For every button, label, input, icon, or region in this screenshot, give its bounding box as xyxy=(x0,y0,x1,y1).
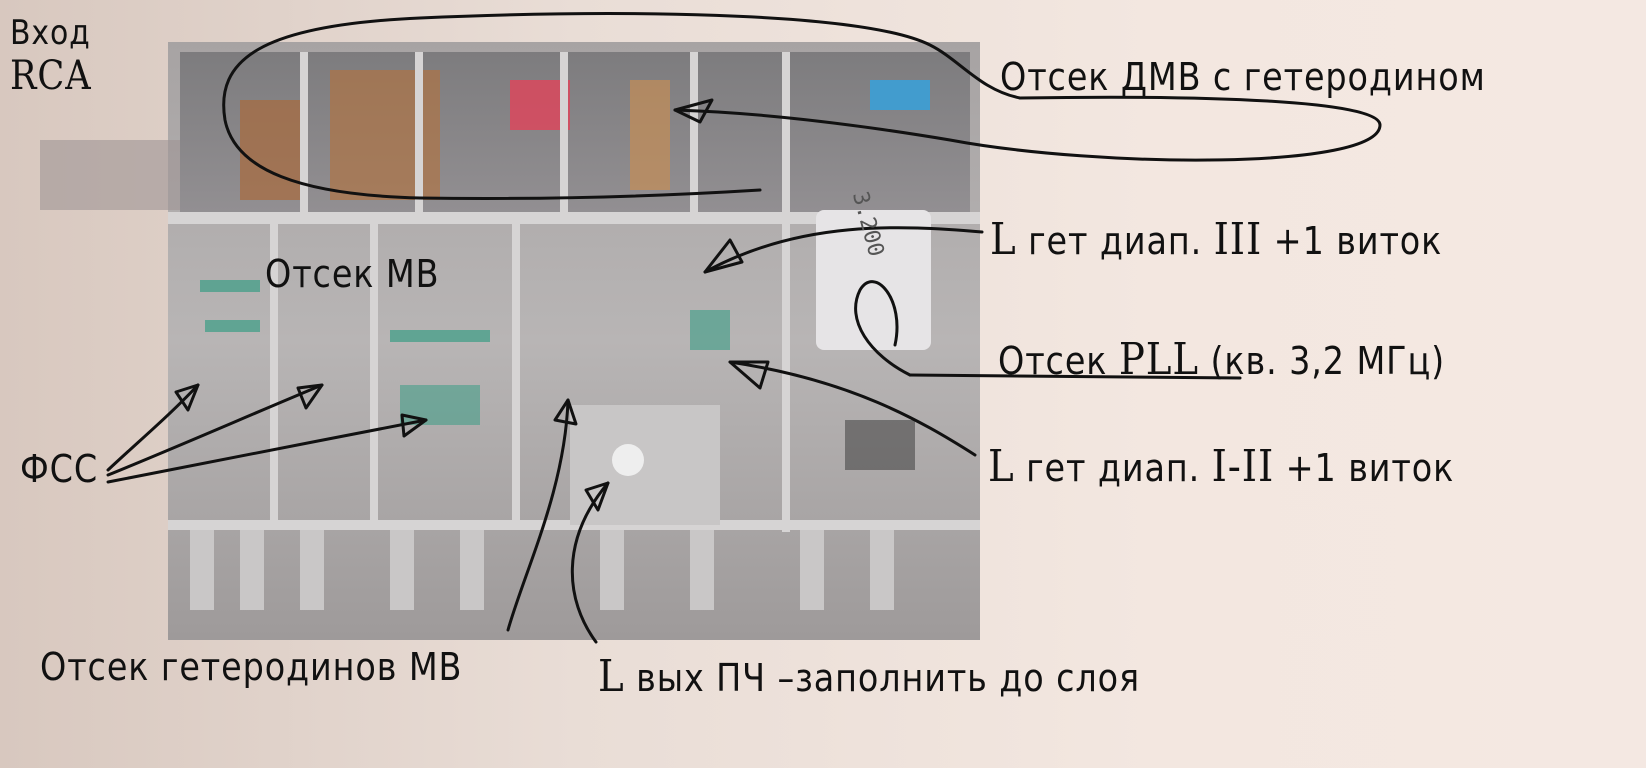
fss-arrow-2 xyxy=(106,383,324,477)
uhf-compartment-label: Отсек ДМВ с гетеродином xyxy=(1000,55,1486,99)
uhf-arrow-head xyxy=(673,98,714,124)
rca-connector xyxy=(40,140,200,210)
pll-label: Отсек PLL (кв. 3,2 МГц) xyxy=(998,338,1445,382)
vhf-oscillators-label: Отсек гетеродинов МВ xyxy=(40,645,463,689)
l-band3-suffix: +1 виток xyxy=(1262,219,1443,263)
coil xyxy=(400,385,480,425)
vhf-osc-arrow-head xyxy=(553,398,578,426)
wall xyxy=(168,212,980,224)
l-if-arrow-head xyxy=(584,481,610,512)
wall xyxy=(690,52,698,217)
pll-prefix: Отсек xyxy=(998,339,1119,383)
l-band12-prefix: L xyxy=(988,441,1015,492)
pll-line xyxy=(908,373,1242,380)
l12-arrow-line xyxy=(728,360,977,457)
l-band3-label: L гет диап. III +1 виток xyxy=(990,218,1442,262)
wall xyxy=(782,52,790,532)
wall xyxy=(560,52,568,217)
wall xyxy=(300,52,308,217)
l-band12-suffix: +1 виток xyxy=(1274,446,1455,490)
fss-arrow-3 xyxy=(106,418,428,484)
fss-arrow-2-head xyxy=(296,383,324,410)
l-band3-band: III xyxy=(1213,214,1263,265)
l-if-label: L вых ПЧ –заполнить до слоя xyxy=(598,655,1140,699)
crystal xyxy=(816,210,931,350)
pll-name: PLL xyxy=(1118,334,1199,385)
coil xyxy=(330,70,440,200)
l3-arrow-line xyxy=(703,226,984,274)
l-band12-label: L гет диап. I-II +1 виток xyxy=(988,445,1454,489)
pll-crystal-loop xyxy=(854,280,912,377)
wall xyxy=(370,224,378,524)
vhf-compartment-label: Отсек МВ xyxy=(265,252,440,296)
vhf-osc-arrow-line xyxy=(506,398,570,632)
wall xyxy=(415,52,423,217)
l-band12-band: I-II xyxy=(1211,441,1275,492)
fss-arrow-1-head xyxy=(174,383,200,412)
coil xyxy=(200,280,260,292)
l-if-suffix: вых ПЧ –заполнить до слоя xyxy=(624,656,1140,700)
fss-label: ФСС xyxy=(20,447,99,491)
l3-arrow-head xyxy=(703,238,744,274)
ic xyxy=(845,420,915,470)
uhf-arrow-line xyxy=(673,95,1382,162)
wall xyxy=(512,224,520,524)
input-label-line2: RCA xyxy=(10,53,92,99)
l-band12-mid: гет диап. xyxy=(1014,446,1212,490)
coil xyxy=(390,330,490,342)
l-band3-prefix: L xyxy=(990,214,1017,265)
fss-arrow-1 xyxy=(106,383,200,472)
coil xyxy=(205,320,260,332)
l12-arrow-head xyxy=(728,360,770,390)
pins xyxy=(190,530,894,610)
blue-component xyxy=(870,80,930,110)
coil xyxy=(630,80,670,190)
input-label-line1: Вход xyxy=(10,13,91,53)
uhf-loop-line xyxy=(222,12,1022,200)
l-if-prefix: L xyxy=(598,651,625,702)
fss-arrow-3-head xyxy=(400,413,428,438)
screw xyxy=(612,444,644,476)
pll-suffix: (кв. 3,2 МГц) xyxy=(1198,339,1446,383)
coil xyxy=(690,310,730,350)
l-band3-mid: гет диап. xyxy=(1016,219,1214,263)
wall xyxy=(270,224,278,524)
coil xyxy=(240,100,300,200)
